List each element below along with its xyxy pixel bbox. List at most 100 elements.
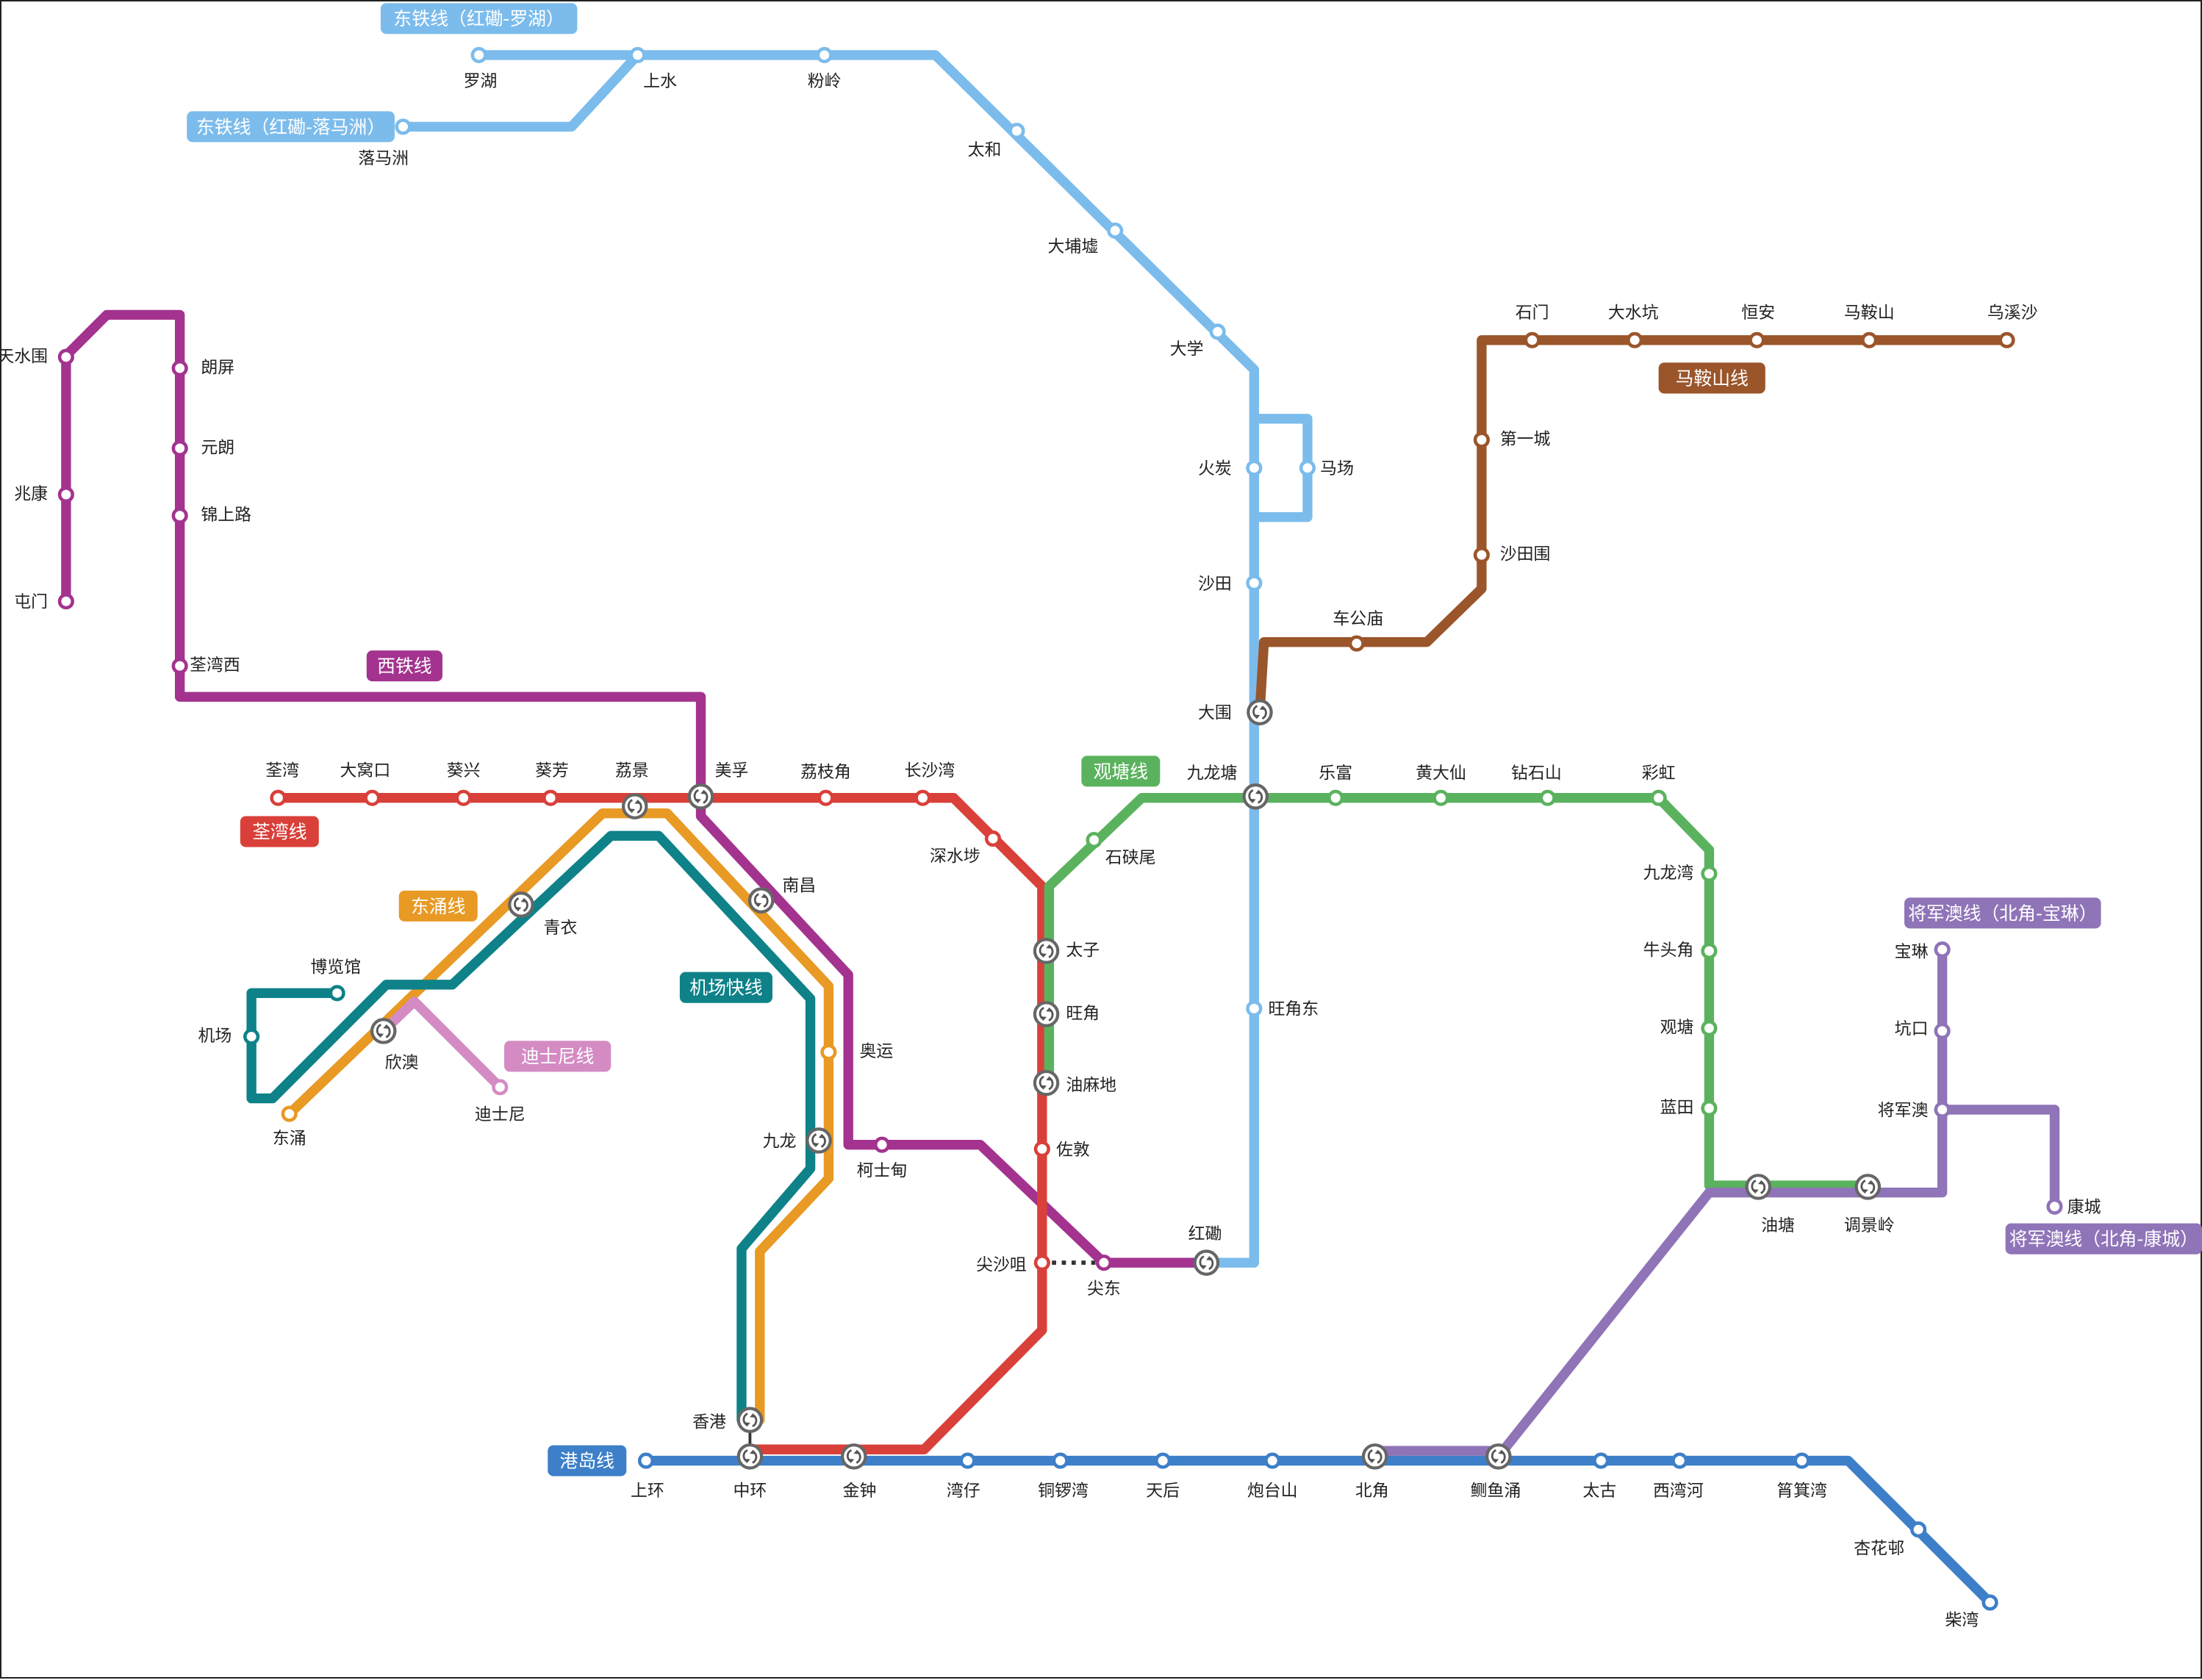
station-marker[interactable] bbox=[455, 789, 472, 806]
station-label[interactable]: 炮台山 bbox=[1247, 1482, 1298, 1501]
station-marker[interactable] bbox=[1671, 1452, 1688, 1469]
station-marker[interactable] bbox=[817, 789, 834, 806]
station-label[interactable]: 九龙 bbox=[763, 1132, 797, 1151]
station-label[interactable]: 彩虹 bbox=[1642, 764, 1676, 783]
station-label[interactable]: 油麻地 bbox=[1066, 1076, 1116, 1095]
station-label[interactable]: 观塘 bbox=[1660, 1019, 1694, 1038]
station-marker[interactable] bbox=[1052, 1452, 1069, 1469]
station-marker[interactable] bbox=[492, 1079, 509, 1096]
station-marker[interactable] bbox=[1246, 1000, 1263, 1017]
station-label[interactable]: 筲箕湾 bbox=[1776, 1482, 1827, 1501]
station-marker[interactable] bbox=[1264, 1452, 1281, 1469]
station-marker[interactable] bbox=[629, 46, 646, 64]
station-label[interactable]: 西湾河 bbox=[1653, 1482, 1704, 1501]
line-badge-tung-chung[interactable]: 东涌线 bbox=[398, 890, 478, 922]
station-label[interactable]: 东涌 bbox=[273, 1130, 306, 1149]
station-marker[interactable] bbox=[1982, 1594, 1998, 1611]
station-label[interactable]: 金钟 bbox=[843, 1482, 877, 1501]
interchange-icon[interactable] bbox=[1033, 1069, 1060, 1096]
station-label[interactable]: 太子 bbox=[1066, 941, 1100, 960]
station-label[interactable]: 红磡 bbox=[1188, 1224, 1222, 1243]
station-label[interactable]: 香港 bbox=[692, 1412, 726, 1432]
line-badge-east-rail-lowu[interactable]: 东铁线（红磡-罗湖） bbox=[380, 3, 578, 35]
station-label[interactable]: 博览馆 bbox=[310, 958, 361, 977]
station-marker[interactable] bbox=[329, 985, 345, 1002]
station-label[interactable]: 旺角 bbox=[1066, 1004, 1100, 1023]
station-label[interactable]: 迪士尼 bbox=[475, 1105, 526, 1124]
station-marker[interactable] bbox=[281, 1105, 298, 1122]
interchange-icon[interactable] bbox=[1193, 1249, 1220, 1276]
line-badge-island[interactable]: 港岛线 bbox=[548, 1445, 627, 1476]
station-label[interactable]: 锦上路 bbox=[201, 506, 251, 525]
interchange-icon[interactable] bbox=[1033, 938, 1060, 964]
station-marker[interactable] bbox=[984, 830, 1002, 847]
station-marker[interactable] bbox=[1299, 459, 1316, 476]
station-marker[interactable] bbox=[1934, 941, 1951, 958]
station-marker[interactable] bbox=[1008, 123, 1025, 140]
station-marker[interactable] bbox=[1701, 1019, 1718, 1037]
station-marker[interactable] bbox=[637, 1452, 655, 1469]
station-label[interactable]: 荃湾 bbox=[265, 761, 299, 780]
station-marker[interactable] bbox=[171, 359, 188, 377]
station-marker[interactable] bbox=[1246, 575, 1263, 592]
station-marker[interactable] bbox=[1701, 942, 1718, 960]
station-marker[interactable] bbox=[1033, 1141, 1050, 1157]
station-marker[interactable] bbox=[1934, 1101, 1951, 1118]
station-marker[interactable] bbox=[1155, 1452, 1172, 1469]
station-label[interactable]: 太古 bbox=[1582, 1482, 1616, 1501]
interchange-icon[interactable] bbox=[1033, 1001, 1060, 1027]
station-label[interactable]: 葵芳 bbox=[535, 761, 569, 780]
station-label[interactable]: 尖沙咀 bbox=[976, 1255, 1027, 1274]
station-marker[interactable] bbox=[1910, 1521, 1927, 1538]
station-marker[interactable] bbox=[1473, 547, 1490, 564]
station-marker[interactable] bbox=[57, 348, 74, 365]
station-label[interactable]: 荔枝角 bbox=[800, 763, 851, 782]
interchange-icon[interactable] bbox=[736, 1443, 764, 1470]
interchange-icon[interactable] bbox=[687, 783, 714, 810]
interchange-icon[interactable] bbox=[508, 891, 534, 918]
station-marker[interactable] bbox=[395, 118, 412, 135]
interchange-icon[interactable] bbox=[621, 793, 648, 819]
station-label[interactable]: 鲗鱼涌 bbox=[1471, 1482, 1521, 1501]
station-label[interactable]: 粉岭 bbox=[808, 72, 842, 91]
station-marker[interactable] bbox=[1432, 789, 1449, 806]
station-label[interactable]: 将军澳 bbox=[1878, 1101, 1929, 1120]
station-marker[interactable] bbox=[1701, 1099, 1718, 1117]
station-label[interactable]: 落马洲 bbox=[358, 149, 409, 168]
station-label[interactable]: 乌溪沙 bbox=[1987, 304, 2038, 323]
station-label[interactable]: 罗湖 bbox=[464, 72, 498, 91]
station-label[interactable]: 铜锣湾 bbox=[1038, 1482, 1089, 1501]
station-marker[interactable] bbox=[820, 1044, 837, 1060]
station-label[interactable]: 石硖尾 bbox=[1105, 848, 1156, 867]
station-label[interactable]: 荃湾西 bbox=[190, 656, 240, 675]
station-marker[interactable] bbox=[364, 789, 381, 806]
station-label[interactable]: 乐富 bbox=[1319, 764, 1352, 783]
station-label[interactable]: 中环 bbox=[733, 1482, 767, 1501]
station-marker[interactable] bbox=[243, 1028, 260, 1045]
line-badge-tko-polam[interactable]: 将军澳线（北角-宝琳） bbox=[1904, 897, 2101, 929]
station-marker[interactable] bbox=[1627, 331, 1643, 348]
station-marker[interactable] bbox=[1246, 459, 1263, 476]
line-badge-west-rail[interactable]: 西铁线 bbox=[366, 650, 442, 682]
station-label[interactable]: 佐敦 bbox=[1056, 1141, 1090, 1160]
station-marker[interactable] bbox=[171, 507, 188, 524]
station-label[interactable]: 青衣 bbox=[544, 919, 578, 938]
station-label[interactable]: 天后 bbox=[1146, 1482, 1180, 1501]
interchange-icon[interactable] bbox=[1485, 1443, 1512, 1470]
line-badge-tko-lohas[interactable]: 将军澳线（北角-康城） bbox=[2005, 1223, 2202, 1254]
station-marker[interactable] bbox=[470, 46, 487, 64]
station-marker[interactable] bbox=[57, 486, 74, 503]
station-label[interactable]: 九龙湾 bbox=[1643, 864, 1694, 883]
line-badge-airport-express[interactable]: 机场快线 bbox=[679, 972, 772, 1003]
station-label[interactable]: 天水围 bbox=[1, 347, 48, 366]
interchange-icon[interactable] bbox=[1242, 783, 1269, 810]
station-label[interactable]: 屯门 bbox=[14, 593, 48, 612]
interchange-icon[interactable] bbox=[1247, 699, 1273, 725]
station-marker[interactable] bbox=[1095, 1254, 1112, 1271]
station-label[interactable]: 蓝田 bbox=[1660, 1098, 1694, 1117]
station-label[interactable]: 深水埗 bbox=[930, 847, 980, 866]
station-label[interactable]: 太和 bbox=[968, 140, 1002, 159]
interchange-icon[interactable] bbox=[841, 1443, 867, 1470]
station-label[interactable]: 大水坑 bbox=[1608, 304, 1659, 323]
station-label[interactable]: 黄大仙 bbox=[1416, 764, 1466, 783]
